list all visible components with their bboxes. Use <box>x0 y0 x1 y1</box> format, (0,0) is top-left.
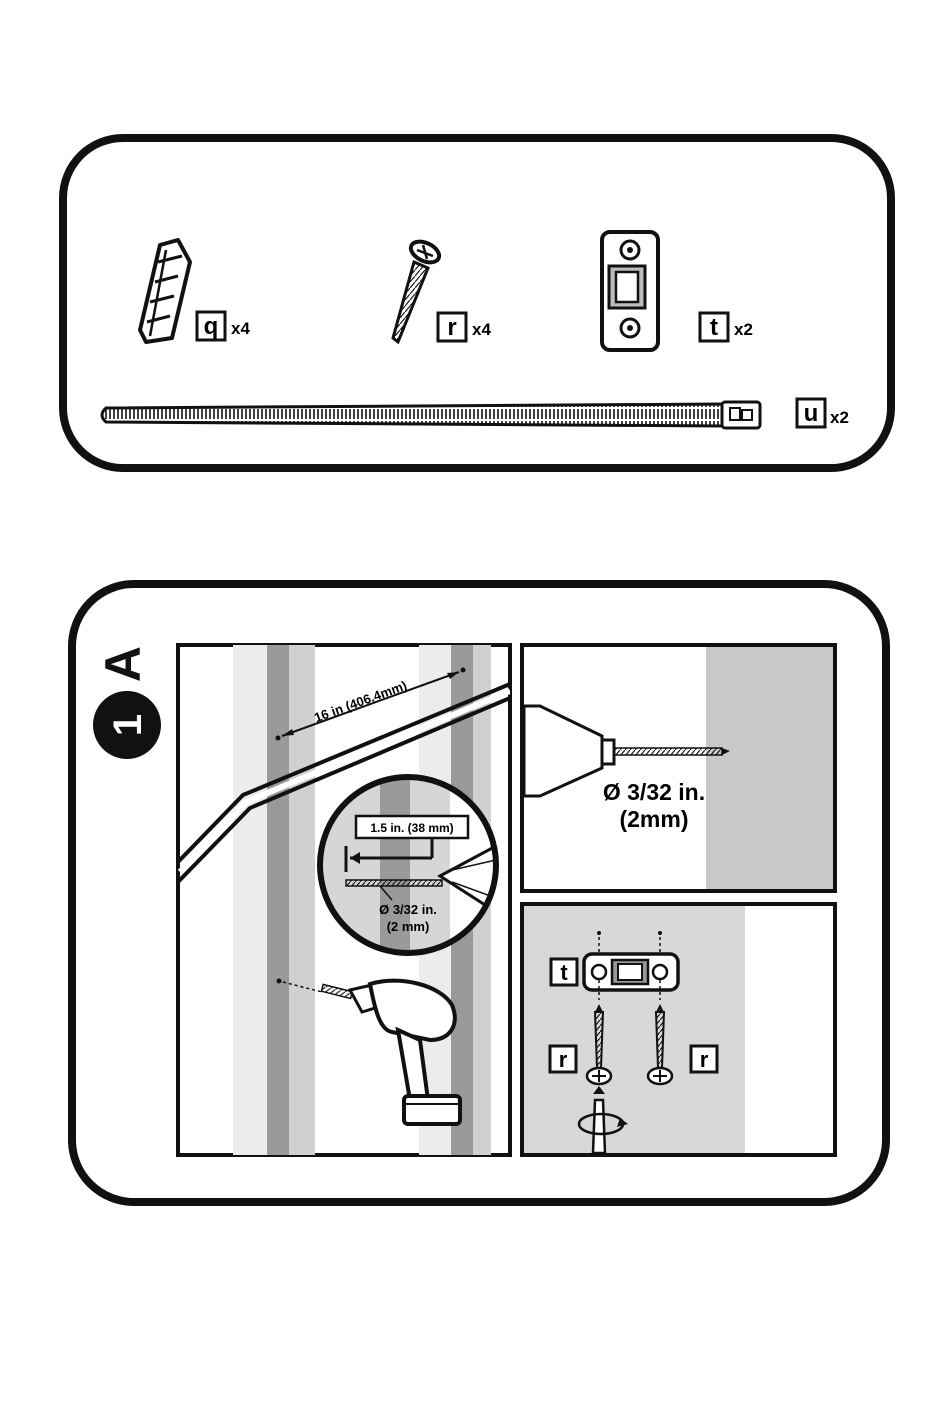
part-qty-r: x4 <box>472 320 491 339</box>
bit-size-mm-label: (2mm) <box>619 806 688 832</box>
step-number: 1 <box>106 714 150 736</box>
bit-size-label: Ø 3/32 in. <box>603 779 705 805</box>
drill-bit-size-panel: Ø 3/32 in. (2mm) <box>522 645 835 891</box>
bracket-mounting-panel: t r r <box>522 904 835 1155</box>
bracket-icon <box>602 232 658 350</box>
mount-screw-letter-left: r <box>559 1047 568 1072</box>
step-panel: 1 A <box>72 584 886 1202</box>
parts-panel: q x4 r x4 t x2 <box>63 138 891 468</box>
part-letter-r: r <box>447 314 456 341</box>
part-qty-u: x2 <box>830 408 849 427</box>
stud-drill-illustration: 16 in (406.4mm) <box>178 645 510 1155</box>
inset-bit-size-label: Ø 3/32 in. <box>379 902 437 917</box>
part-letter-q: q <box>204 313 219 340</box>
part-qty-t: x2 <box>734 320 753 339</box>
drill-depth-label: 1.5 in. (38 mm) <box>370 821 453 835</box>
mount-bracket-letter: t <box>560 960 568 985</box>
part-letter-u: u <box>804 400 819 427</box>
drill-depth-inset: 1.5 in. (38 mm) Ø 3/32 in. (2 mm) <box>320 777 500 953</box>
strap-icon <box>102 402 760 428</box>
part-qty-q: x4 <box>231 319 250 338</box>
part-letter-t: t <box>710 314 718 341</box>
mount-screw-letter-right: r <box>700 1047 709 1072</box>
step-badge: 1 A <box>93 646 161 759</box>
step-letter: A <box>95 646 151 682</box>
inset-bit-size-mm-label: (2 mm) <box>387 919 430 934</box>
